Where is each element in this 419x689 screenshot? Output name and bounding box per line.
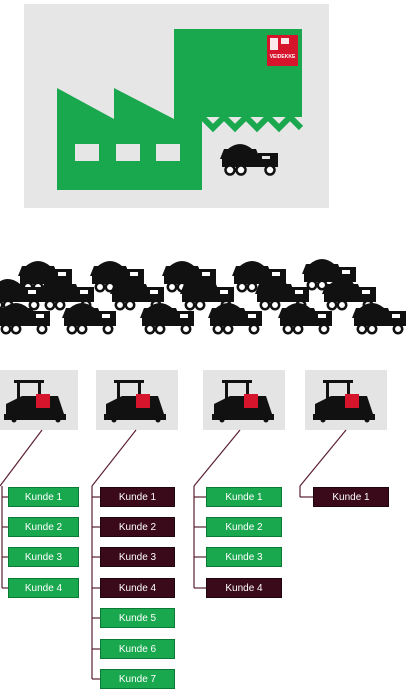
factory-panel: VEIDEKKE: [24, 4, 329, 208]
customer-box: Kunde 4: [206, 578, 282, 598]
customer-box: Kunde 1: [8, 487, 79, 507]
dump-truck-icon: [220, 144, 278, 176]
factory-window: [75, 144, 99, 161]
customer-box: Kunde 3: [8, 547, 79, 567]
factory-window: [156, 144, 180, 161]
customer-box: Kunde 1: [313, 487, 389, 507]
veidekke-logo: VEIDEKKE: [267, 35, 298, 66]
customer-box: Kunde 6: [100, 639, 175, 659]
svg-text:VEIDEKKE: VEIDEKKE: [270, 54, 296, 60]
factory-window: [116, 144, 140, 161]
customer-box: Kunde 3: [206, 547, 282, 567]
customer-box: Kunde 7: [100, 669, 175, 689]
customer-box: Kunde 1: [100, 487, 175, 507]
customer-box: Kunde 4: [100, 578, 175, 598]
customer-box: Kunde 2: [8, 517, 79, 537]
customer-box: Kunde 5: [100, 608, 175, 628]
factory-illustration: VEIDEKKE: [57, 29, 304, 190]
customer-box: Kunde 2: [206, 517, 282, 537]
customer-box: Kunde 3: [100, 547, 175, 567]
customer-box: Kunde 4: [8, 578, 79, 598]
customer-box: Kunde 2: [100, 517, 175, 537]
customer-box: Kunde 1: [206, 487, 282, 507]
